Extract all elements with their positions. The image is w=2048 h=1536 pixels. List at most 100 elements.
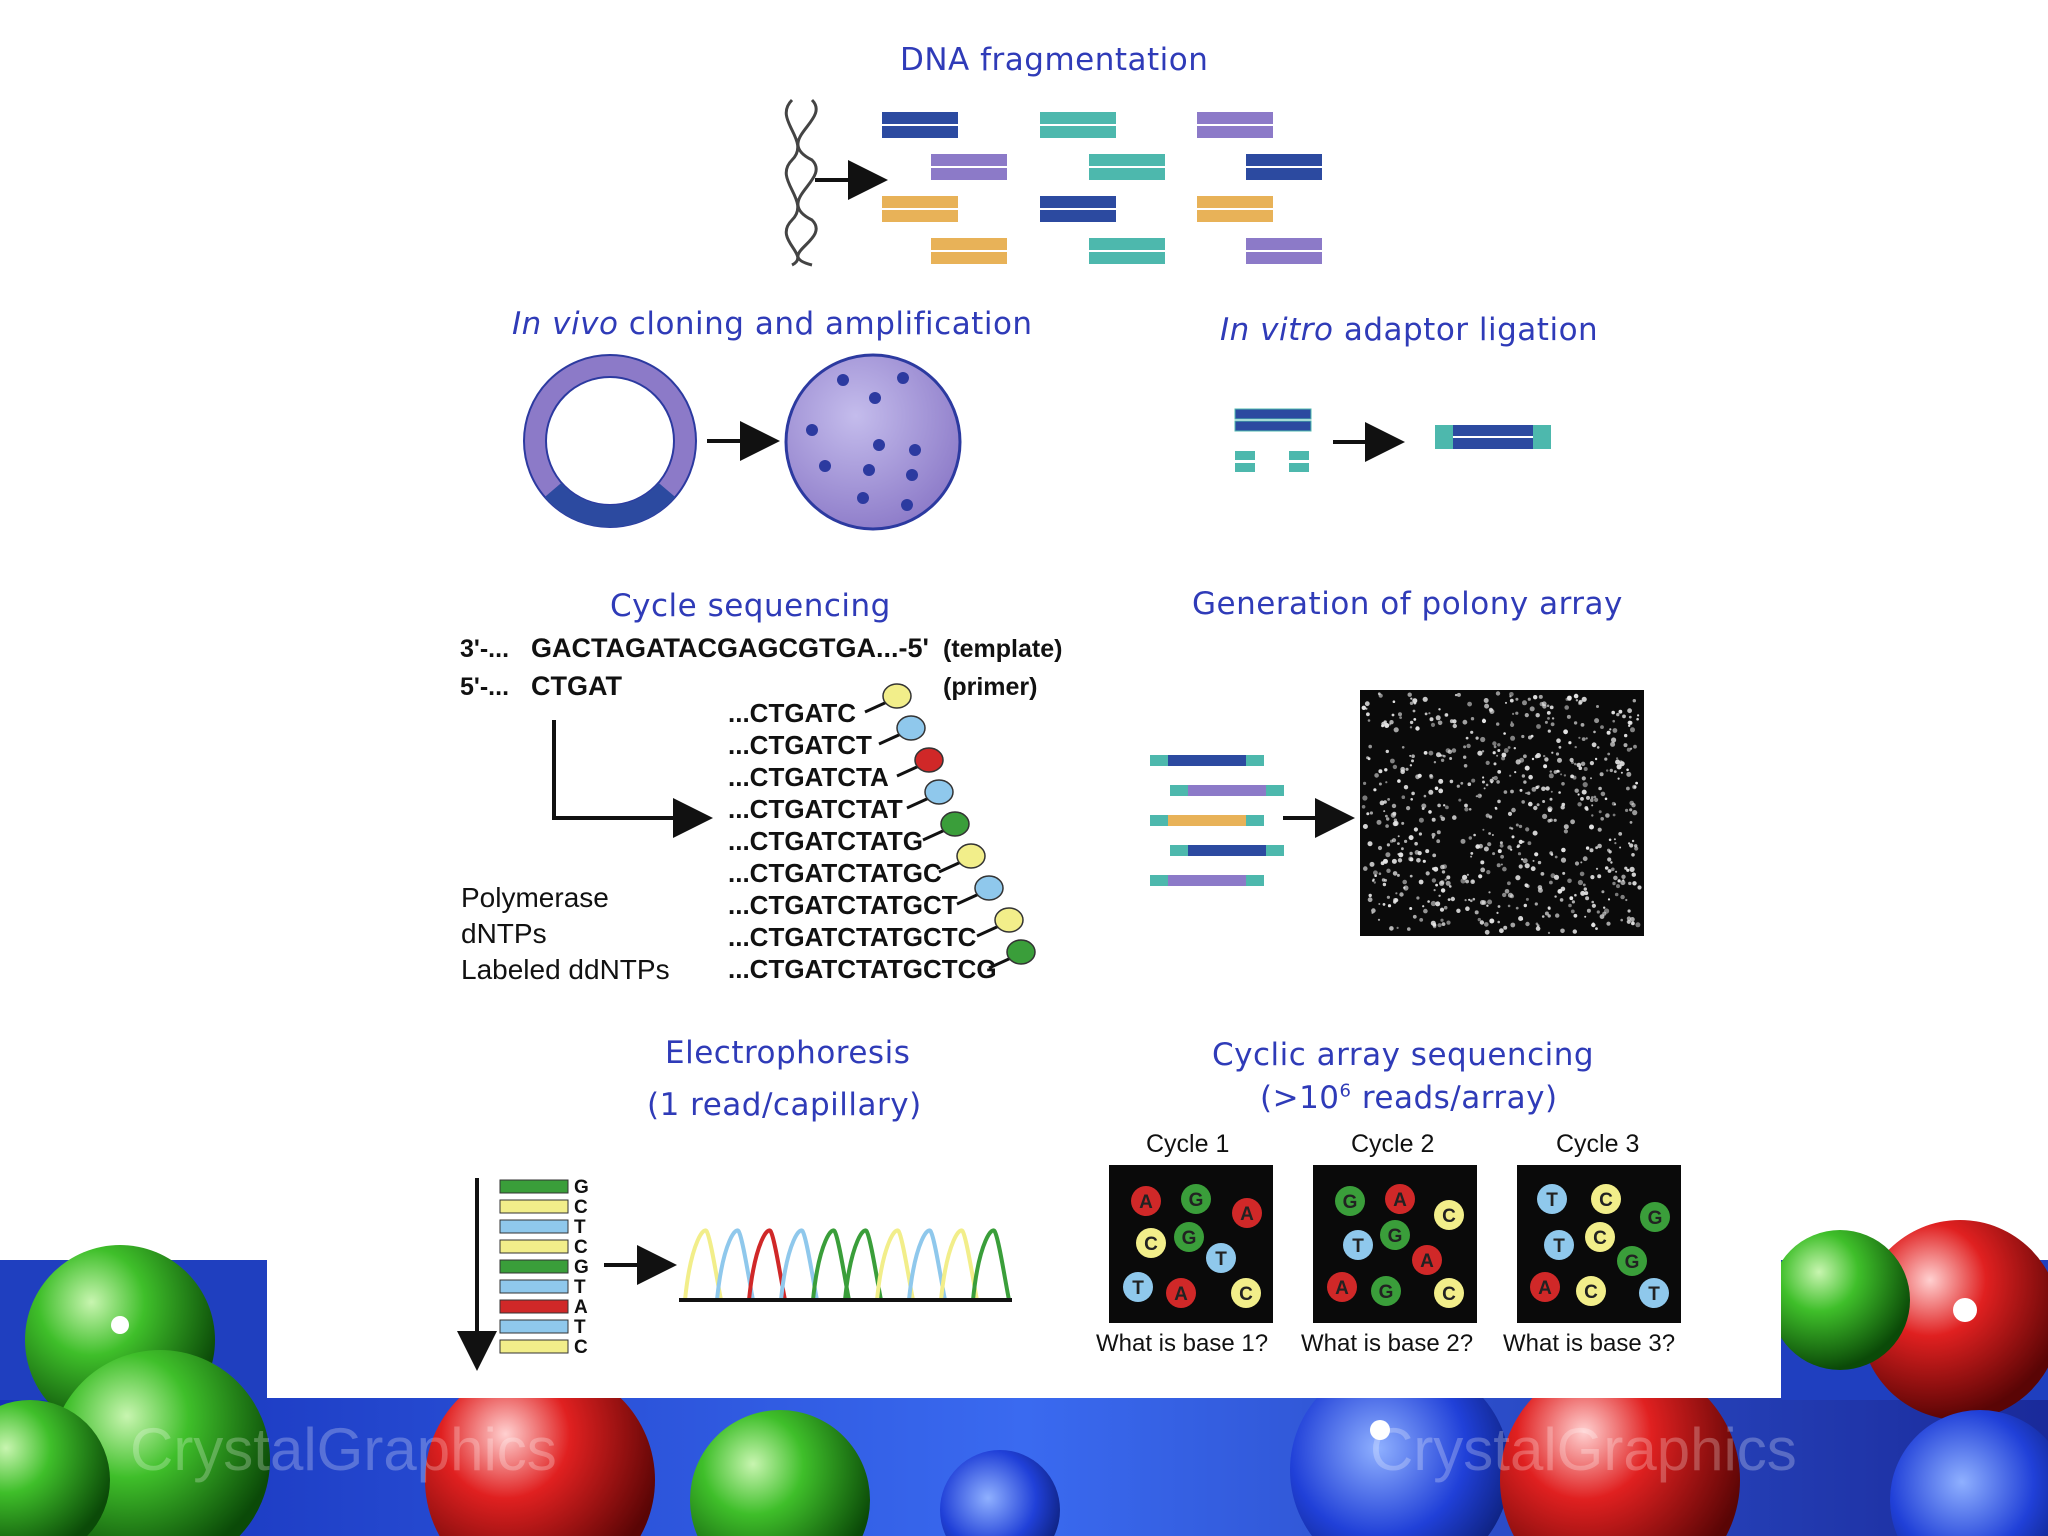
polony-spot [1536, 803, 1540, 807]
polony-spot [1616, 712, 1620, 717]
polony-spot [1463, 755, 1467, 759]
cyclic-subtitle-suffix: reads/array) [1351, 1080, 1558, 1116]
polony-spot [1517, 852, 1522, 856]
ddntp-stem [988, 956, 1012, 970]
polony-spot [1443, 754, 1446, 758]
polony-spot [1524, 863, 1530, 869]
ddntp-dye [924, 779, 954, 805]
polony-spot [1546, 704, 1550, 708]
polony-spot [1431, 878, 1437, 883]
polony-spot [1590, 796, 1594, 799]
polony-spot [1456, 908, 1461, 913]
fragmentation-title: DNA fragmentation [900, 42, 1209, 78]
polony-spot [1518, 824, 1523, 829]
polony-spot [1581, 737, 1586, 741]
polony-spot [1610, 861, 1613, 864]
polony-spot [1535, 922, 1539, 926]
polony-spot [1509, 826, 1512, 830]
polony-spot [1467, 782, 1472, 786]
polony-spot [1510, 722, 1515, 728]
polony-spot [1452, 719, 1457, 724]
ddntp-stem [864, 700, 888, 714]
polony-spot [1411, 791, 1415, 796]
polony-spot [1458, 798, 1462, 802]
polony-spot [1600, 817, 1604, 821]
polony-spot [1516, 845, 1520, 849]
polony-spot [1625, 898, 1628, 902]
polony-spot [1545, 786, 1550, 791]
polony-spot [1496, 722, 1500, 726]
polony-spot [1369, 811, 1373, 815]
polony-spot [1384, 878, 1387, 882]
polony-spot [1406, 806, 1411, 811]
polony-spot [1471, 778, 1476, 783]
polony-spot [1539, 701, 1545, 707]
polony-spot [1428, 712, 1431, 715]
polony-spot [1596, 705, 1599, 708]
ddntp-stem [878, 732, 902, 746]
polony-spot [1367, 841, 1373, 847]
polony-spot [1553, 818, 1557, 822]
polony-spot [1528, 801, 1533, 807]
polony-spot [1463, 745, 1467, 749]
polony-spot [1470, 730, 1474, 734]
polony-spot [1379, 800, 1385, 806]
polony-spot [1576, 762, 1582, 768]
polony-spot [1485, 783, 1489, 787]
polony-spot [1492, 751, 1496, 755]
polony-spot [1401, 746, 1405, 749]
chromatogram-peak [715, 1228, 755, 1301]
cluster-spot [1335, 1186, 1365, 1216]
polony-spot [1416, 896, 1420, 900]
polony-spot [1606, 730, 1611, 735]
polony-spot [1385, 824, 1389, 828]
polony-spot [1611, 737, 1617, 743]
polony-spot [1524, 883, 1529, 887]
polony-spot [1574, 762, 1577, 766]
polony-spot [1484, 922, 1489, 927]
polony-spot [1497, 743, 1501, 747]
polony-spot [1486, 870, 1491, 875]
polony-spot [1413, 718, 1417, 721]
polony-spot [1378, 769, 1383, 774]
polony-spot [1418, 832, 1422, 836]
polony-spot [1510, 789, 1514, 794]
polony-spot [1465, 736, 1469, 740]
polony-spot [1521, 800, 1525, 804]
product-2: ...CTGATCT [728, 730, 872, 760]
polony-spot [1503, 925, 1508, 930]
polony-spot [1440, 918, 1444, 922]
polony-spot [1417, 773, 1422, 778]
cluster-base-label: A [1240, 1204, 1254, 1225]
polony-spot [1577, 879, 1583, 886]
polony-spot [1367, 719, 1371, 722]
polony-spot [1632, 810, 1638, 816]
ddntp-stem [922, 828, 946, 842]
polony-spot [1561, 782, 1565, 786]
polony-spot [1445, 805, 1449, 810]
chromatogram [683, 1228, 1011, 1301]
polony-spot [1564, 705, 1569, 710]
polony-spot [1524, 765, 1530, 771]
polony-spot [1619, 846, 1622, 849]
polony-spot [1428, 789, 1434, 795]
polony-spot [1398, 712, 1402, 717]
polony-spot [1635, 922, 1641, 928]
polony-spot [1368, 744, 1372, 749]
polony-spot [1394, 822, 1398, 825]
polony-spot [1432, 853, 1437, 858]
fragment-bottom-strand [1089, 252, 1165, 264]
product-1: ...CTGATC [728, 698, 857, 728]
polony-spot [1559, 898, 1564, 902]
gel-band [499, 1179, 569, 1194]
polony-spot [1390, 758, 1395, 764]
polony-spot [1403, 885, 1409, 891]
polony-spot [1402, 879, 1407, 885]
polony-spot [1475, 795, 1478, 798]
polony-spot [1432, 923, 1437, 927]
cycle-3-question: What is base 3? [1503, 1330, 1676, 1357]
polony-spot [1409, 701, 1414, 705]
polony-spot [1438, 708, 1441, 711]
polony-spot [1543, 764, 1548, 769]
polony-spot [1611, 801, 1616, 806]
